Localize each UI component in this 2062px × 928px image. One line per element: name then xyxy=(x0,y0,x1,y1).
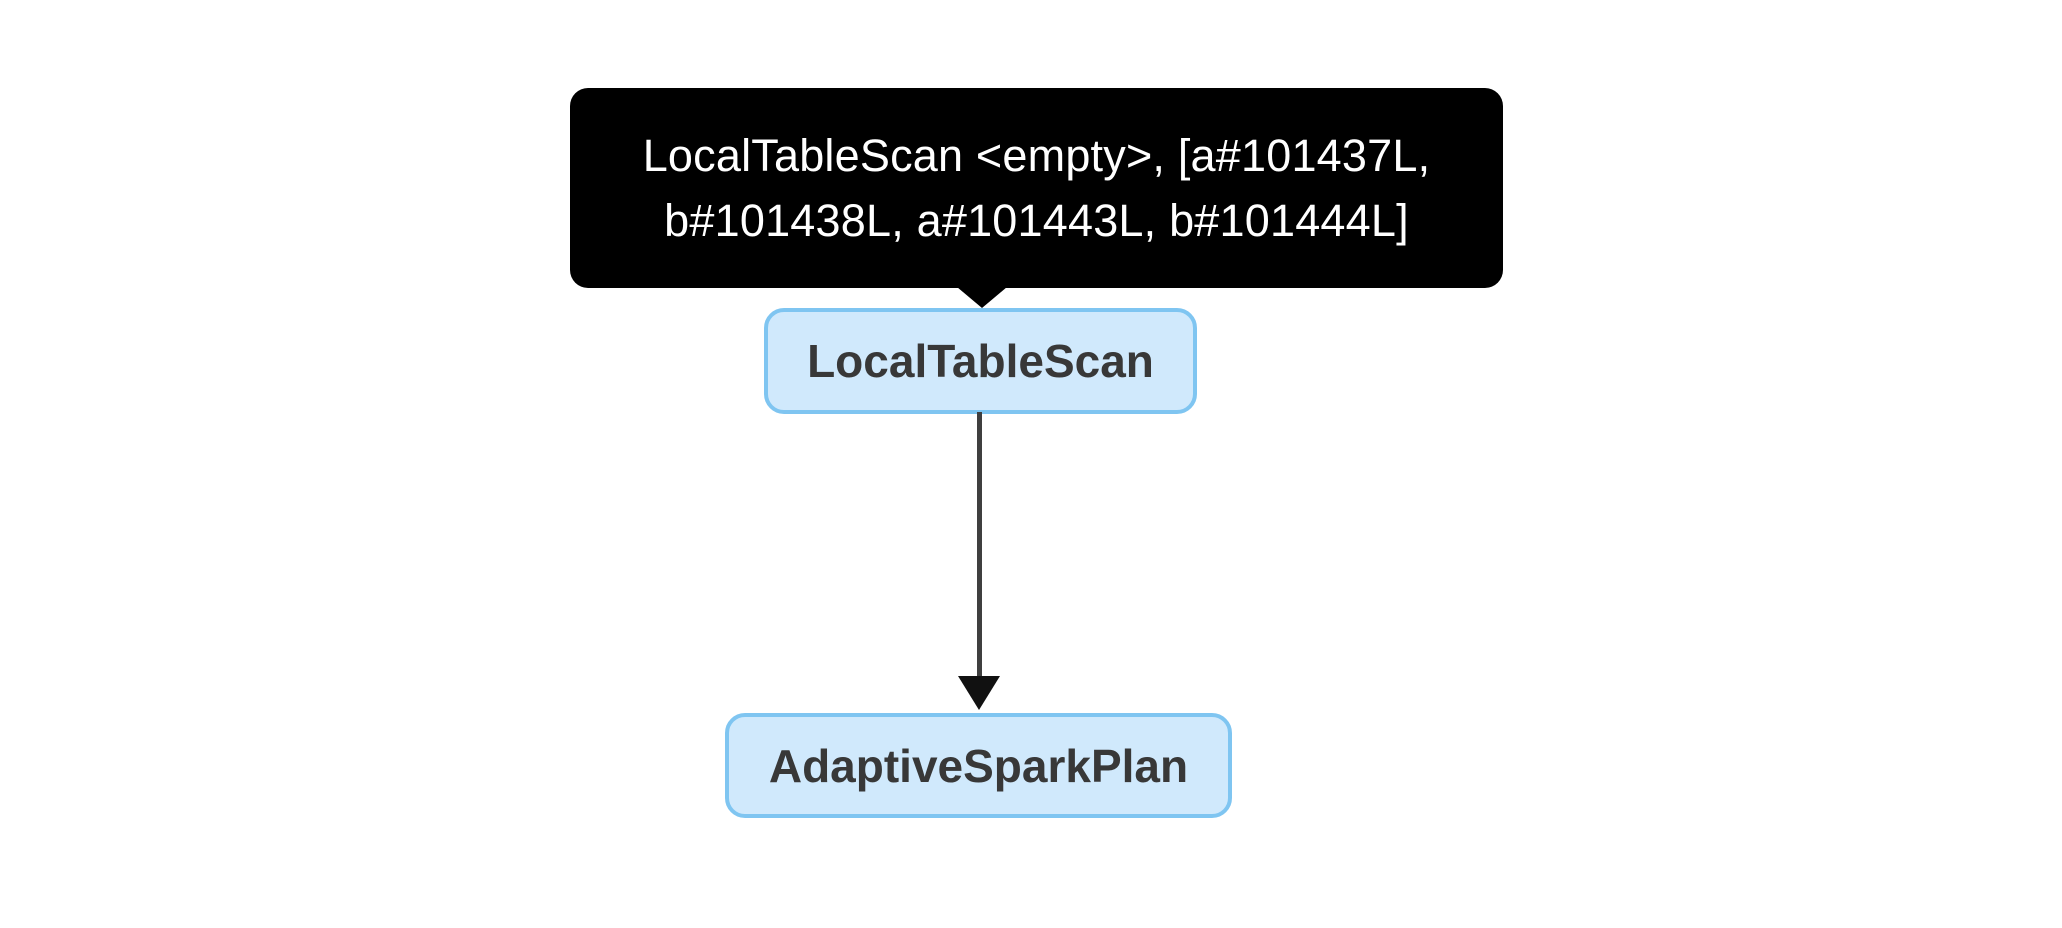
tooltip-caret-icon xyxy=(957,287,1007,308)
tooltip-text-line-1: LocalTableScan <empty>, [a#101437L, xyxy=(642,130,1431,181)
edge-localtablescan-to-adaptivesparkplan xyxy=(977,412,982,684)
plan-node-localtablescan-label: LocalTableScan xyxy=(807,335,1154,387)
plan-tooltip: LocalTableScan <empty>, [a#101437L, b#10… xyxy=(570,88,1503,308)
plan-node-localtablescan[interactable]: LocalTableScan xyxy=(764,308,1197,414)
plan-node-adaptivesparkplan-label: AdaptiveSparkPlan xyxy=(768,739,1189,792)
edge-arrowhead-icon xyxy=(958,676,1000,710)
tooltip-text-line-2: b#101438L, a#101443L, b#101444L] xyxy=(664,195,1409,246)
plan-node-adaptivesparkplan[interactable]: AdaptiveSparkPlan xyxy=(725,713,1232,818)
